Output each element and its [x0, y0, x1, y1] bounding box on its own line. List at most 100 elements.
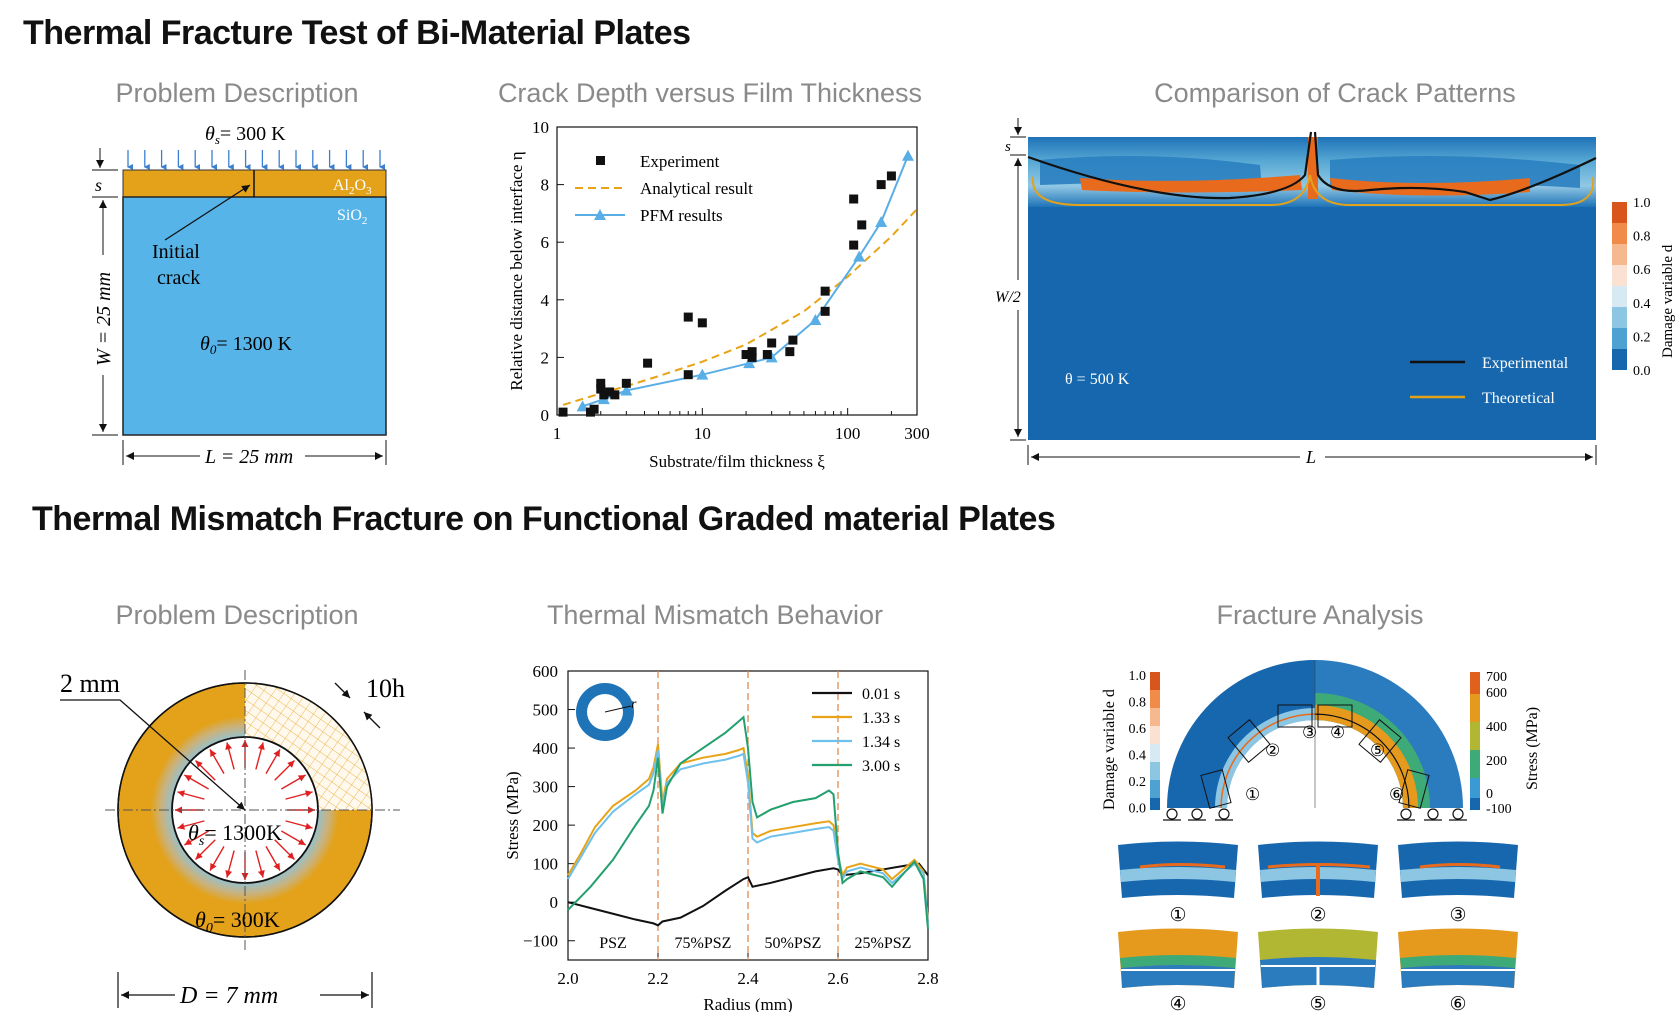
heat-arrow: [281, 774, 306, 790]
tile-5: [1258, 928, 1378, 988]
length-L-label: L: [1305, 447, 1316, 467]
film-thickness-s: s: [1005, 139, 1011, 155]
region-marker: ⑥: [1389, 785, 1404, 804]
legend-label: 3.00 s: [862, 758, 900, 775]
roller-supports: [1163, 808, 1467, 821]
film-label: Al2O3: [333, 177, 372, 197]
crack-label-2: crack: [157, 267, 200, 289]
legend-marker-pfm: [594, 209, 606, 220]
width-W-label: W = 25 mm: [93, 272, 115, 366]
y-tick-label: 500: [533, 701, 559, 720]
colorbar-tick: 0.2: [1129, 775, 1147, 790]
heat-arrow: [255, 850, 265, 878]
colorbar-tick: 0: [1486, 787, 1493, 802]
inset-radius-label: r: [631, 697, 637, 712]
legend-experimental: Experimental: [1482, 355, 1569, 372]
theta-s-label: θs= 300 K: [205, 123, 286, 147]
damage-colorbar: [1150, 672, 1160, 810]
experiment-point: [643, 358, 653, 368]
series-line: [567, 715, 929, 930]
colorbar-tick: 0.4: [1129, 749, 1147, 764]
region-boxes: [1200, 704, 1430, 809]
colorbar-tick: 0.4: [1633, 297, 1651, 312]
inset-radius: [604, 705, 632, 713]
theoretical-crack-path: [1031, 174, 1595, 206]
region-marker: ⑤: [1370, 741, 1385, 760]
theta-s-label: θs= 1300K: [188, 820, 282, 849]
experiment-point: [621, 378, 631, 388]
y-tick-label: 300: [533, 778, 559, 797]
row1-heading: Thermal Fracture Test of Bi-Material Pla…: [23, 14, 691, 52]
tile-label: ③: [1449, 905, 1466, 926]
tile-label: ⑥: [1449, 994, 1466, 1012]
film-thickness-s: s: [95, 175, 102, 195]
region-marker: ①: [1245, 785, 1260, 804]
experiment-point: [788, 335, 798, 345]
theta0-label: θ0= 1300 K: [200, 333, 293, 357]
tile-2: [1258, 841, 1378, 898]
colorbar-tick: 700: [1486, 670, 1507, 685]
heat-arrow: [274, 760, 295, 781]
heat-arrow: [281, 830, 306, 846]
tile-4: [1118, 928, 1238, 988]
experiment-point: [741, 350, 751, 360]
damage-colorbar-label: Damage variable d: [1101, 689, 1118, 810]
panel1-title: Problem Description: [115, 78, 359, 108]
legend-marker-experiment: [596, 156, 605, 165]
roller: [1166, 808, 1178, 820]
y-tick-label: 0: [550, 893, 559, 912]
substrate-layer: [122, 196, 387, 436]
zoom-tiles: [1118, 841, 1518, 988]
legend-analytical: Analytical result: [640, 179, 753, 198]
heat-arrow: [177, 790, 205, 800]
tile-3: [1398, 841, 1518, 898]
experiment-point: [599, 390, 609, 400]
x-tick-label: 2.4: [737, 969, 759, 988]
tile-1: [1118, 841, 1238, 898]
x-axis-label: Radius (mm): [703, 995, 792, 1012]
tile-label: ②: [1309, 905, 1326, 926]
experiment-point: [610, 390, 620, 400]
heat-arrow: [265, 846, 281, 871]
heat-arrow: [285, 790, 313, 800]
heat-arrow: [274, 839, 295, 860]
legend-pfm: PFM results: [640, 206, 723, 225]
heat-arrow: [265, 749, 281, 774]
roller: [1400, 808, 1412, 820]
experiment-point: [849, 240, 859, 250]
heat-arrow: [209, 749, 225, 774]
heat-arrow: [255, 742, 265, 770]
experimental-crack-path: [1027, 131, 1597, 202]
heat-arrow: [184, 830, 209, 846]
x-tick-label: 1: [553, 424, 562, 443]
stress-colorbar: [1470, 672, 1480, 810]
colorbar-tick: 1.0: [1129, 669, 1147, 684]
plot-frame: [556, 126, 918, 416]
experiment-point: [857, 220, 867, 230]
experiment-point: [849, 194, 859, 204]
region-label: 75%PSZ: [675, 935, 732, 952]
experiment-point: [747, 352, 757, 362]
row2-heading: Thermal Mismatch Fracture on Functional …: [32, 500, 1056, 538]
experiment-point: [683, 312, 693, 322]
heat-arrow: [195, 760, 216, 781]
region-label: PSZ: [599, 935, 627, 952]
colorbar-tick: -100: [1486, 802, 1512, 817]
colorbar-tick: 0.2: [1633, 330, 1651, 345]
pfm-point: [901, 149, 914, 161]
panel3-title: Comparison of Crack Patterns: [1154, 78, 1516, 108]
experiment-point: [785, 347, 795, 357]
experiment-point: [876, 180, 886, 190]
temperature-label: θ = 500 K: [1065, 371, 1130, 388]
tile-label: ①: [1169, 905, 1186, 926]
pfm-point: [875, 216, 888, 228]
colorbar-tick: 0.0: [1633, 364, 1651, 379]
pfm-point: [696, 368, 709, 380]
colorbar-tick: 0.6: [1633, 263, 1651, 278]
y-tick-label: 10: [532, 118, 549, 137]
tile-6: [1398, 928, 1518, 988]
pfm-point: [809, 313, 822, 325]
mesh-size-label: 10h: [366, 674, 405, 703]
length-L-label: L = 25 mm: [204, 446, 293, 468]
